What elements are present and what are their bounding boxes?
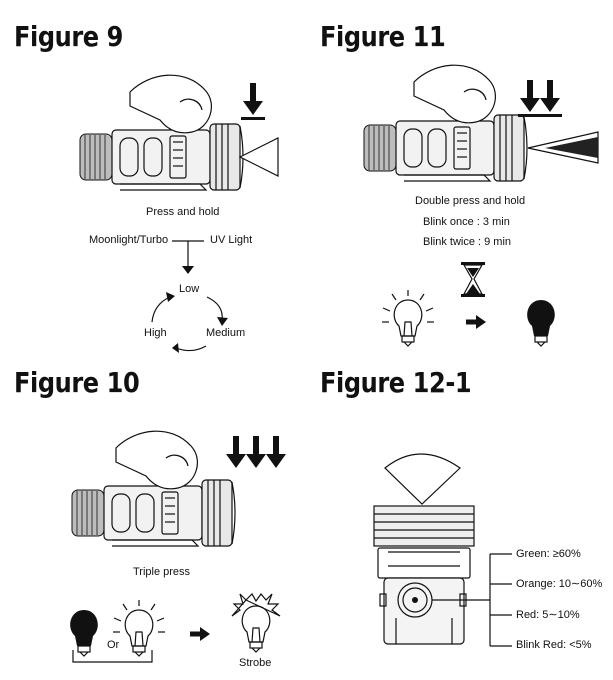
fig9-flashlight-icon [79, 123, 244, 191]
fig10-bulb-dark-icon [69, 609, 99, 657]
figure-12-1-title: Figure 12-1 [320, 366, 472, 399]
fig9-down-arrow-icon [241, 83, 265, 120]
fig11-flashlight-icon [363, 114, 528, 182]
figure-11-title: Figure 11 [320, 20, 446, 53]
fig11-bulb-lit-icon [381, 289, 435, 347]
fig10-caption: Triple press [133, 566, 191, 578]
fig10-bracket [72, 650, 153, 663]
figure-10-title: Figure 10 [14, 366, 140, 399]
fig12-level-green: Green: ≥60% [516, 548, 581, 560]
fig9-moonlight-turbo-label: Moonlight/Turbo [89, 234, 169, 246]
fig11-double-down-arrow-icon [518, 80, 562, 117]
fig10-strobe-label: Strobe [239, 657, 272, 669]
fig12-level-blink-red: Blink Red: <5% [516, 639, 592, 651]
fig12-level-orange: Orange: 10∼60% [516, 578, 603, 590]
fig9-cycle-medium: Medium [206, 327, 246, 339]
fig10-bulb-lit-icon [112, 599, 166, 657]
fig10-flashlight-icon [71, 479, 236, 547]
fig11-bulb-dark-icon [526, 299, 556, 347]
fig9-cycle-high: High [144, 327, 167, 339]
fig10-finger-icon [115, 430, 199, 490]
fig9-branch-lines [172, 240, 204, 274]
fig9-cycle-arrows-icon [151, 292, 228, 353]
fig9-finger-icon [129, 74, 213, 134]
fig9-uv-light-label: UV Light [210, 234, 253, 246]
hourglass-icon [461, 262, 485, 297]
fig9-beam-icon [238, 137, 279, 177]
fig10-right-arrow-icon [190, 627, 210, 641]
fig9-cycle-low: Low [179, 283, 200, 295]
fig12-beam-icon [384, 453, 461, 505]
fig11-blink-twice: Blink twice : 9 min [423, 236, 512, 248]
fig10-strobe-bulb-icon [231, 593, 281, 653]
fig11-finger-icon [413, 64, 497, 124]
fig11-blink-once: Blink once : 3 min [423, 216, 510, 228]
fig10-triple-down-arrow-icon [226, 436, 286, 468]
fig9-caption: Press and hold [146, 206, 220, 218]
fig12-level-connector-lines [460, 553, 512, 647]
fig12-level-red: Red: 5∼10% [516, 609, 580, 621]
figure-9-title: Figure 9 [14, 20, 123, 53]
fig11-right-arrow-icon [466, 315, 486, 329]
fig11-caption: Double press and hold [415, 195, 526, 207]
fig12-flashlight-tail-icon [373, 505, 475, 645]
fig10-or-label: Or [107, 639, 120, 651]
